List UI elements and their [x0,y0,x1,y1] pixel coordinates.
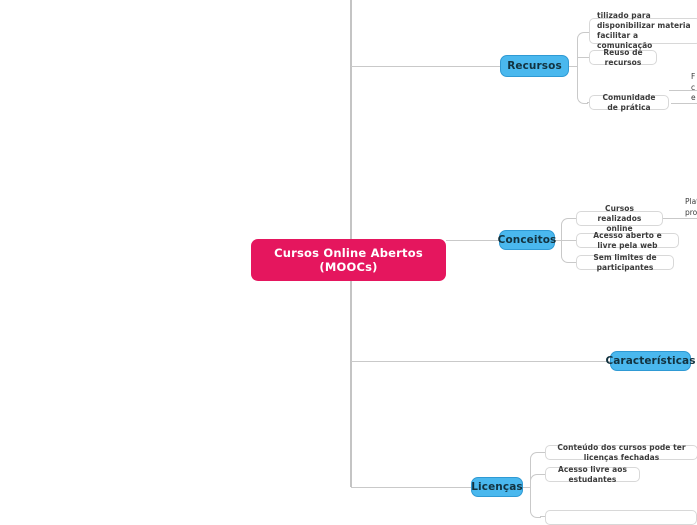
branch-label-licencas: Licenças [471,481,523,493]
root-node-line-2: (MOOCs) [319,260,378,274]
connector-recursos-child-2 [577,57,593,58]
connector-conceitos-stem [554,240,562,241]
connector-conceitos-child-1 [561,218,572,241]
edge-note-recursos-line-1: F [691,72,696,81]
connector-recursos-child-3 [577,66,588,104]
edge-note-recursos-line-2: c [691,82,696,92]
connector-conceitos-note [663,218,697,219]
edge-note-conceitos-line-1: Plat [685,197,697,206]
connector-conceitos-child-3 [561,240,572,263]
connector-recursos-child-1 [577,32,588,67]
leaf-node-licencas-terceiro[interactable] [545,510,697,525]
leaf-recursos-reuso-label: Reuso de recursos [603,47,643,67]
leaf-conceitos-aberto-label: Acesso aberto e livre pela web [593,230,662,250]
connector-conceitos-child-1-tick [571,218,577,219]
leaf-recursos-uso-line-1: tilizado para disponibilizar materia [597,11,691,30]
leaf-licencas-fechadas-label: Conteúdo dos cursos pode ter licenças fe… [557,442,686,462]
leaf-recursos-comunidade-label: Comunidade de prática [602,92,656,112]
branch-node-licencas[interactable]: Licenças [471,477,523,497]
connector-trunk-recursos [351,66,500,67]
leaf-node-recursos-uso[interactable]: tilizado para disponibilizar materia fac… [589,11,697,50]
root-node[interactable]: Cursos Online Abertos (MOOCs) [251,239,446,281]
edge-note-conceitos: Platprof [685,197,697,218]
connector-conceitos-child-3-tick [571,262,577,263]
leaf-node-recursos-reuso[interactable]: Reuso de recursos [589,47,657,67]
edge-note-conceitos-line-2: prof [685,207,697,217]
leaf-conceitos-online-label: Cursos realizados online [597,203,642,233]
connector-root-conceitos [446,240,500,241]
leaf-node-conceitos-limites[interactable]: Sem limites de participantes [576,252,674,272]
connector-trunk-caracteristicas [351,361,610,362]
connector-licencas-child-1-tick [540,452,546,453]
connector-licencas-child-3 [530,487,541,518]
leaf-recursos-uso-line-2: facilitar a comunicação [597,31,653,50]
branch-label-recursos: Recursos [507,60,562,72]
leaf-node-conceitos-aberto[interactable]: Acesso aberto e livre pela web [576,230,679,250]
leaf-conceitos-limites-label: Sem limites de participantes [593,252,657,272]
branch-node-caracteristicas[interactable]: Características [605,351,695,371]
connector-licencas-stem [523,487,531,488]
connector-licencas-child-3-tick [540,516,546,517]
branch-label-caracteristicas: Características [605,355,696,367]
edge-note-recursos-line-3: e [691,93,696,102]
branch-node-recursos[interactable]: Recursos [500,55,569,77]
connector-recursos-note-b [671,103,697,104]
connector-licencas-child-2-tick [540,474,546,475]
leaf-node-licencas-fechadas[interactable]: Conteúdo dos cursos pode ter licenças fe… [545,442,697,462]
leaf-node-conceitos-online[interactable]: Cursos realizados online [576,204,663,233]
leaf-node-recursos-comunidade[interactable]: Comunidade de prática [589,92,669,112]
connector-licencas-child-1 [530,452,541,488]
root-node-line-1: Cursos Online Abertos [274,246,423,260]
leaf-licencas-acesso-label: Acesso livre aos estudantes [558,464,627,484]
leaf-node-licencas-acesso[interactable]: Acesso livre aos estudantes [545,464,640,484]
connector-licencas-child-2 [530,474,541,488]
connector-recursos-note-a [669,90,697,91]
branch-node-conceitos[interactable]: Conceitos [497,230,557,250]
connector-trunk-licencas [351,487,471,488]
branch-label-conceitos: Conceitos [497,234,557,246]
connector-recursos-stem [568,66,578,67]
